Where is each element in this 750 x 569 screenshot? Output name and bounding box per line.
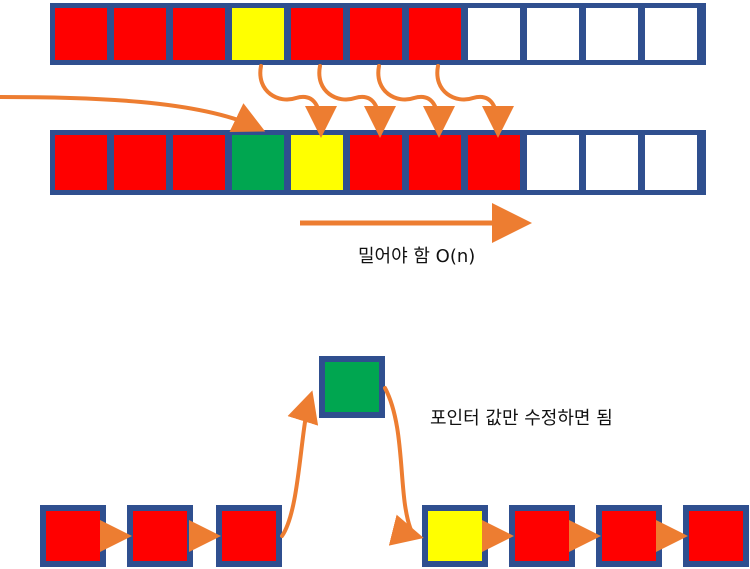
array-before-cell-6 <box>409 8 461 60</box>
array-before-cell-4 <box>291 8 343 60</box>
list-node-left-1-fill <box>133 511 187 561</box>
list-node-left-1 <box>127 505 193 567</box>
array-after-cell-8 <box>527 135 579 190</box>
array-after-cell-9 <box>586 135 638 190</box>
list-link-to-inserted <box>280 390 319 538</box>
list-node-right-1 <box>509 505 575 567</box>
list-insert-cost-label: 포인터 값만 수정하면 됨 <box>430 408 613 429</box>
array-after-cell-1 <box>114 135 166 190</box>
list-node-inserted-fill <box>325 362 379 412</box>
array-before <box>50 3 706 65</box>
shift-arrow-2 <box>376 64 455 138</box>
list-node-right-3 <box>683 505 749 567</box>
list-node-right-3-fill <box>689 511 743 561</box>
array-after-cell-4 <box>291 135 343 190</box>
array-before-cell-9 <box>586 8 638 60</box>
array-after <box>50 130 706 195</box>
shift-arrow-0 <box>258 64 337 138</box>
array-before-cell-3 <box>232 8 284 60</box>
list-node-right-2-fill <box>602 511 656 561</box>
array-after-cell-3 <box>232 135 284 190</box>
array-after-cell-6 <box>409 135 461 190</box>
list-link-from-inserted <box>383 386 424 546</box>
array-after-cell-10 <box>645 135 697 190</box>
list-node-left-2-fill <box>222 511 276 561</box>
list-node-right-1-fill <box>515 511 569 561</box>
list-node-right-0 <box>422 505 488 567</box>
shift-arrow-3 <box>435 64 514 138</box>
array-before-cell-8 <box>527 8 579 60</box>
array-after-cell-2 <box>173 135 225 190</box>
array-before-cell-0 <box>55 8 107 60</box>
array-insert-cost-label: 밀어야 함 O(n) <box>358 246 476 267</box>
array-after-cell-0 <box>55 135 107 190</box>
shift-arrow-1 <box>317 64 396 138</box>
insert-arrow <box>0 95 266 132</box>
list-node-right-0-fill <box>428 511 482 561</box>
list-node-inserted <box>319 356 385 418</box>
list-node-right-2 <box>596 505 662 567</box>
array-before-cell-2 <box>173 8 225 60</box>
array-after-cell-5 <box>350 135 402 190</box>
array-after-cell-7 <box>468 135 520 190</box>
list-node-left-2 <box>216 505 282 567</box>
list-node-left-0 <box>40 505 106 567</box>
array-before-cell-1 <box>114 8 166 60</box>
array-before-cell-7 <box>468 8 520 60</box>
array-before-cell-5 <box>350 8 402 60</box>
list-node-left-0-fill <box>46 511 100 561</box>
array-before-cell-10 <box>645 8 697 60</box>
